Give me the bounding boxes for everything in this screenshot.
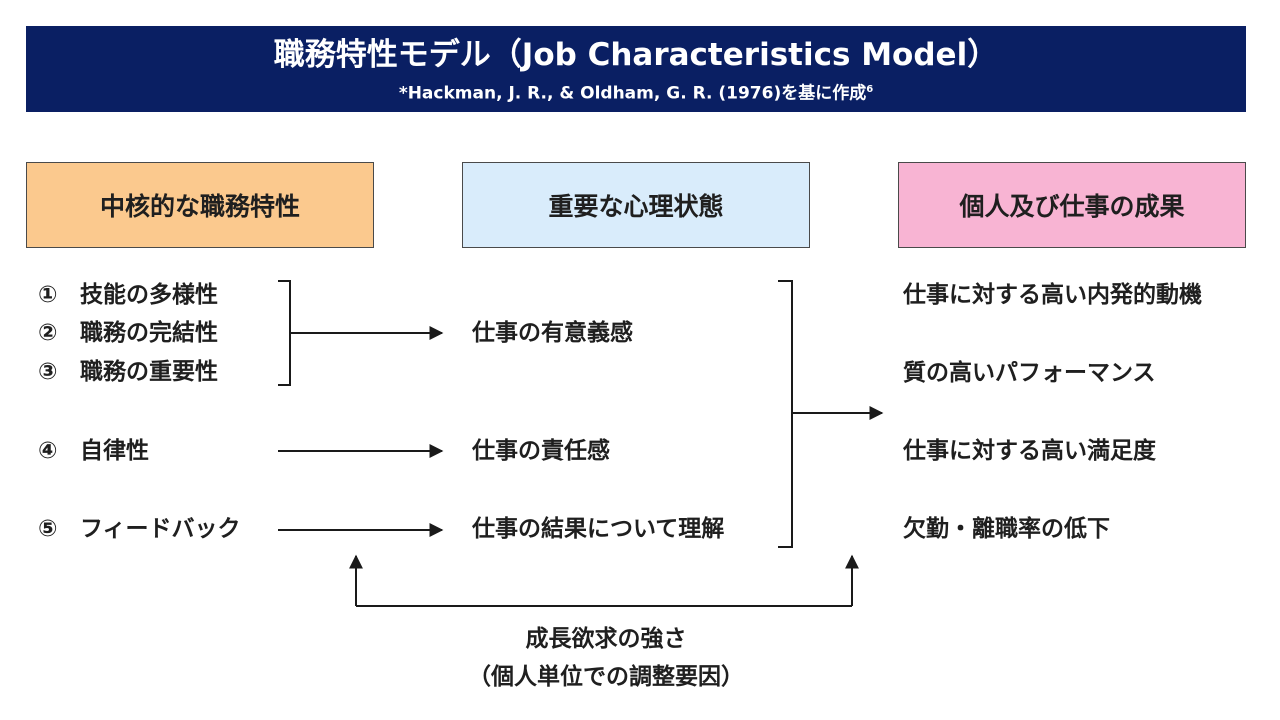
item-number: ③: [38, 359, 58, 385]
item-number: ④: [38, 438, 58, 464]
characteristic-item: ① 技能の多様性: [38, 280, 218, 310]
item-label: 技能の多様性: [80, 282, 218, 308]
header-psychological-states: 重要な心理状態: [462, 162, 810, 248]
header-outcomes: 個人及び仕事の成果: [898, 162, 1246, 248]
item-label: 職務の完結性: [80, 320, 218, 346]
state-responsibility: 仕事の責任感: [472, 438, 610, 464]
characteristic-item: ③ 職務の重要性: [38, 357, 218, 387]
characteristic-item: ② 職務の完結性: [38, 318, 218, 348]
item-number: ⑤: [38, 516, 58, 542]
header-label: 個人及び仕事の成果: [959, 192, 1185, 221]
diagram-title: 職務特性モデル（Job Characteristics Model）: [273, 37, 999, 73]
outcome-item: 質の高いパフォーマンス: [903, 360, 1156, 386]
item-label: フィードバック: [80, 516, 241, 542]
diagram-subtitle: *Hackman, J. R., & Oldham, G. R. (1976)を…: [26, 79, 1246, 105]
item-label: 自律性: [80, 438, 149, 464]
bracket-left: [278, 280, 291, 386]
state-knowledge-of-results: 仕事の結果について理解: [472, 516, 725, 542]
state-meaningfulness: 仕事の有意義感: [472, 320, 633, 346]
outcome-item: 仕事に対する高い内発的動機: [903, 282, 1202, 308]
citation-text: *Hackman, J. R., & Oldham, G. R. (1976)を…: [398, 83, 867, 104]
item-label: 職務の重要性: [80, 359, 218, 385]
header-core-characteristics: 中核的な職務特性: [26, 162, 374, 248]
moderator-title: 成長欲求の強さ: [525, 626, 687, 652]
characteristic-item: ④ 自律性: [38, 436, 149, 466]
outcome-item: 欠勤・離職率の低下: [903, 516, 1110, 542]
item-number: ①: [38, 282, 58, 308]
characteristic-item: ⑤ フィードバック: [38, 514, 241, 544]
header-label: 重要な心理状態: [548, 192, 724, 221]
footnote-mark: 6: [866, 84, 874, 95]
title-banner: 職務特性モデル（Job Characteristics Model） *Hack…: [26, 26, 1246, 112]
bracket-right: [778, 280, 793, 548]
item-number: ②: [38, 320, 58, 346]
outcome-item: 仕事に対する高い満足度: [903, 438, 1156, 464]
moderator-subtitle: （個人単位での調整要因）: [468, 664, 744, 690]
header-label: 中核的な職務特性: [99, 192, 300, 221]
